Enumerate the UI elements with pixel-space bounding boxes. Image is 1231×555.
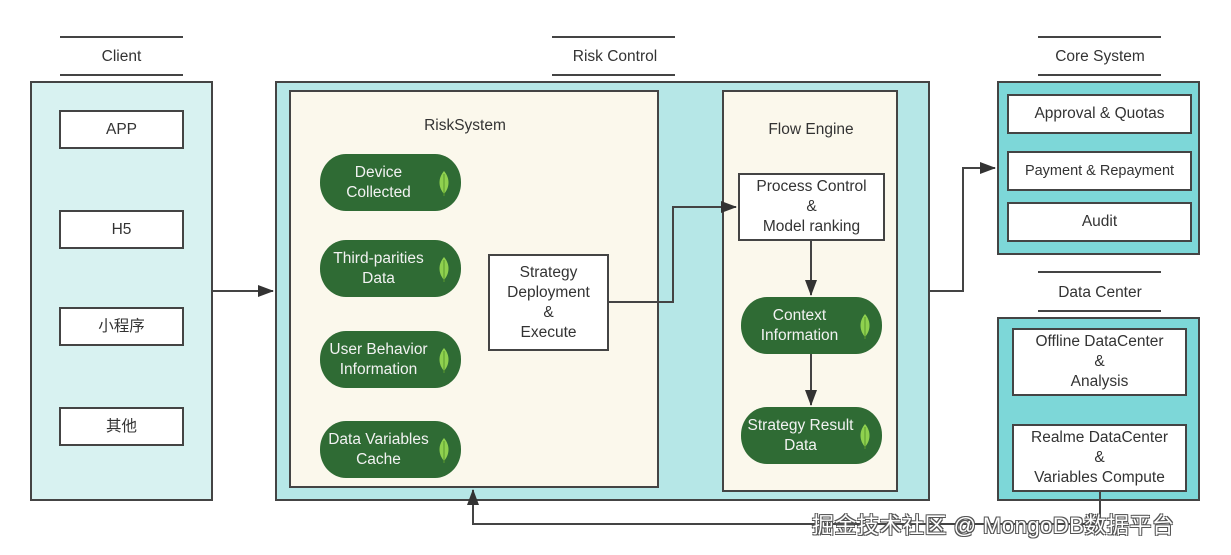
db-device-collected[interactable]: Device Collected [320,154,461,211]
db-strategy-result-data[interactable]: Strategy Result Data [741,407,882,464]
core-item-audit[interactable]: Audit [1007,202,1192,242]
db-label: Third-parities Data [333,249,424,287]
risk-control-title-rule-bottom [552,74,675,76]
core-system-title-rule-bottom [1038,74,1161,76]
arrow-risk-control-to-core-system [930,162,996,292]
client-title-rule-top [60,36,183,38]
db-label: Context Information [760,306,839,344]
core-item-payment-repayment[interactable]: Payment & Repayment [1007,151,1192,191]
mongodb-leaf-icon [860,423,870,449]
db-third-parities-data[interactable]: Third-parities Data [320,240,461,297]
db-label: User Behavior Information [329,340,428,378]
client-item-mini-program[interactable]: 小程序 [59,307,184,346]
mongodb-leaf-icon [860,313,870,339]
risk-system-title: RiskSystem [424,117,506,134]
risk-control-title-rule-top [552,36,675,38]
realtime-datacenter-box[interactable]: Realme DataCenter & Variables Compute [1012,424,1187,492]
watermark: 掘金技术社区 @ MongoDB数据平台 [812,513,1175,538]
db-label: Device Collected [346,163,411,201]
db-label: Strategy Result Data [747,416,854,454]
db-user-behavior-information[interactable]: User Behavior Information [320,331,461,388]
data-center-title: Data Center [1058,284,1142,301]
mongodb-leaf-icon [439,170,449,196]
data-center-title-rule-top [1038,271,1161,273]
mongodb-leaf-icon [439,437,449,463]
risk-control-title: Risk Control [572,48,658,65]
client-title-rule-bottom [60,74,183,76]
core-system-title: Core System [1055,48,1145,65]
core-system-title-rule-top [1038,36,1161,38]
client-item-other[interactable]: 其他 [59,407,184,446]
offline-datacenter-box[interactable]: Offline DataCenter & Analysis [1012,328,1187,396]
db-label: Data Variables Cache [328,430,429,468]
db-context-information[interactable]: Context Information [741,297,882,354]
mongodb-leaf-icon [439,347,449,373]
client-item-app[interactable]: APP [59,110,184,149]
data-center-title-rule-bottom [1038,310,1161,312]
process-control-model-ranking-box[interactable]: Process Control & Model ranking [738,173,885,241]
core-item-approval-quotas[interactable]: Approval & Quotas [1007,94,1192,134]
strategy-deployment-execute-box[interactable]: Strategy Deployment & Execute [488,254,609,351]
client-item-h5[interactable]: H5 [59,210,184,249]
db-data-variables-cache[interactable]: Data Variables Cache [320,421,461,478]
mongodb-leaf-icon [439,256,449,282]
flow-engine-title: Flow Engine [768,121,854,138]
client-title: Client [101,48,142,65]
